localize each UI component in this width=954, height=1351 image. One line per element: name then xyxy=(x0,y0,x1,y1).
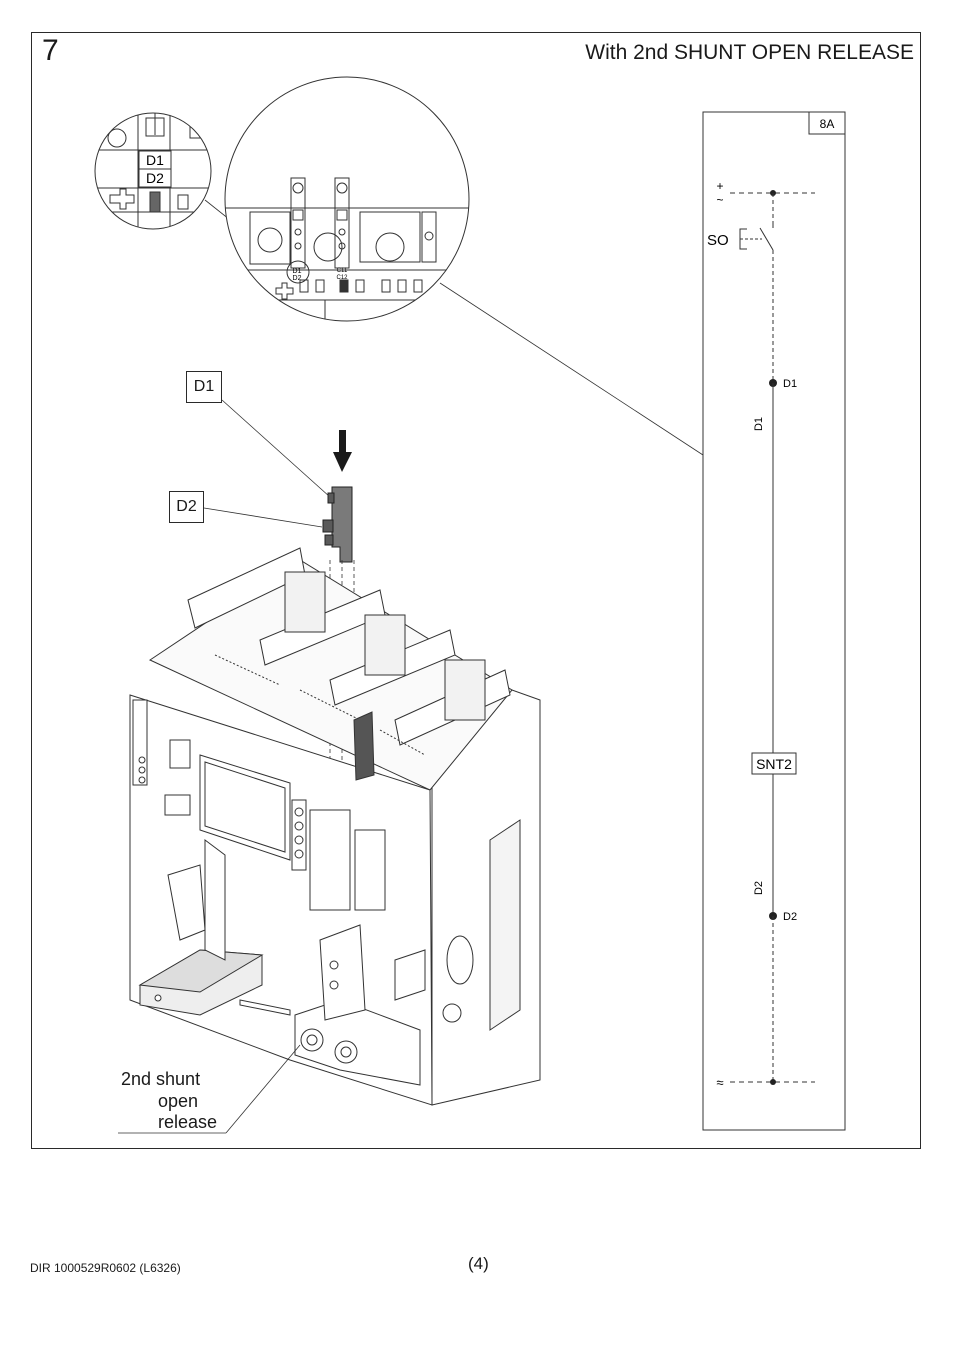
d2-leader-line xyxy=(203,507,323,528)
auxiliary-contact-part xyxy=(322,486,353,563)
insert-arrow-icon xyxy=(333,430,352,472)
step-number: 7 xyxy=(42,34,59,67)
circuit-breaker-body xyxy=(129,547,541,1106)
sheet-ref-label: 8A xyxy=(820,117,835,131)
zoom-small-d1-label: D1 xyxy=(146,152,164,168)
zoom-large-c12-label: C12 xyxy=(336,275,348,281)
caption-line-2: open xyxy=(158,1091,199,1111)
supply-return-symbol: ≈ xyxy=(716,1075,723,1090)
zoom-large-d1-label: D1 xyxy=(293,268,302,275)
schematic-leader-line xyxy=(439,282,704,456)
supply-plus-symbol: + xyxy=(716,179,723,193)
document-reference: DIR 1000529R0602 (L6326) xyxy=(30,1261,181,1275)
zoom-detail-large: D1 D2 C11 C12 xyxy=(224,76,470,322)
d2-callout: D2 xyxy=(169,491,204,523)
zoom-large-c11-label: C11 xyxy=(337,268,348,274)
page-number: (4) xyxy=(468,1254,489,1273)
d1-wire-label: D1 xyxy=(753,417,765,431)
d1-callout: D1 xyxy=(186,371,222,403)
d2-terminal-label: D2 xyxy=(783,911,797,923)
wiring-schematic: 8A + ~ SO D1 D1 SNT2 D2 D2 ≈ xyxy=(702,111,846,1131)
zoom-small-d2-label: D2 xyxy=(146,170,164,186)
caption-line-1: 2nd shunt xyxy=(121,1069,201,1089)
zoom-detail-small: D1 D2 xyxy=(94,112,212,230)
caption-leader-line xyxy=(225,1044,301,1134)
supply-tilde-symbol: ~ xyxy=(716,193,723,207)
d1-terminal-label: D1 xyxy=(783,378,797,390)
zoom-large-d2-label: D2 xyxy=(293,275,302,282)
figure-frame xyxy=(31,32,921,1149)
d1-leader-line xyxy=(221,399,331,498)
d2-wire-label: D2 xyxy=(753,881,765,895)
page-title: With 2nd SHUNT OPEN RELEASE xyxy=(585,41,914,64)
caption-line-3: release xyxy=(158,1112,218,1132)
so-label: SO xyxy=(707,232,729,249)
snt2-coil-label: SNT2 xyxy=(756,756,792,772)
